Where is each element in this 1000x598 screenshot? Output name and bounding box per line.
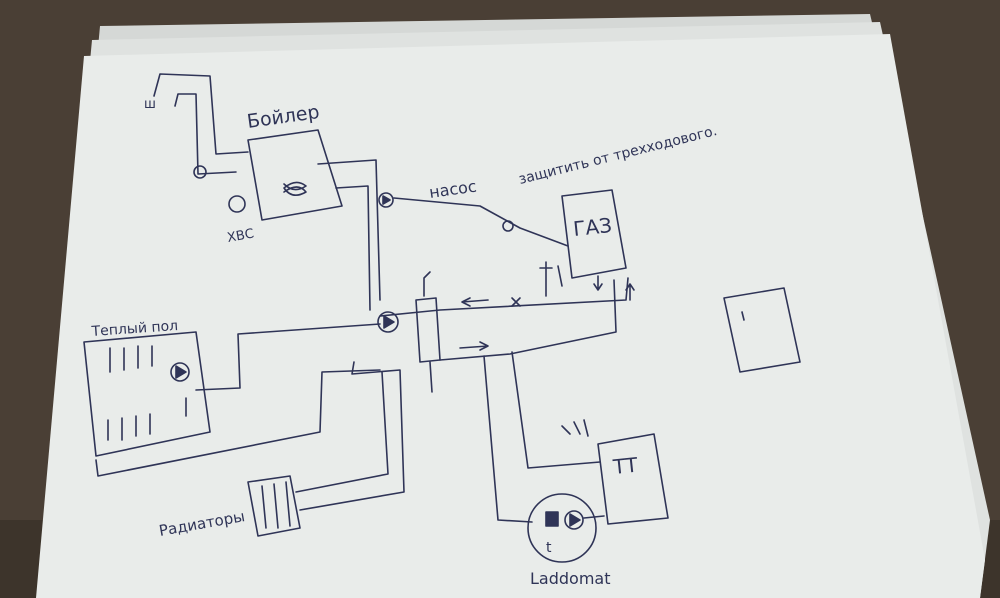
laddomat-pump: [564, 510, 584, 530]
laddomat-unit: [527, 493, 597, 563]
hydraulic-separator: [415, 297, 441, 363]
tt-label: ТТ: [611, 452, 640, 479]
boiler-feed-pipe: [335, 185, 371, 311]
boiler-return-pipe: [317, 159, 381, 301]
warm-floor-supply: [195, 323, 381, 391]
warm-floor-pump-triangle: [175, 365, 187, 379]
cold-water-meter: [228, 195, 246, 213]
tap-symbol: ш: [144, 97, 156, 112]
flow-arrow-right: [459, 341, 489, 351]
valve-boiler: [193, 165, 207, 179]
gas-valve: [502, 220, 514, 232]
hvs-label: ХВС: [226, 226, 255, 245]
paper-sheet-front: [36, 34, 985, 598]
laddomat-thermo: t: [546, 540, 552, 556]
tt-boiler-box: [597, 433, 669, 525]
boiler-coil: [283, 181, 307, 196]
gas-boiler-box: [561, 189, 627, 279]
boiler-tank: [247, 129, 343, 221]
radiator-supply: [295, 371, 389, 493]
tt-return-pipe: [511, 351, 601, 469]
radiator-fins: [261, 481, 291, 529]
main-line-bottom: [439, 279, 617, 361]
check-valve-main: [511, 297, 521, 307]
pump-boiler-triangle: [382, 195, 391, 205]
laddomat-valve: [545, 511, 559, 527]
laddomat-pump-triangle: [569, 513, 581, 527]
laddomat-label: Laddomat: [530, 569, 610, 588]
tt-safety-group: [561, 419, 589, 437]
pump-boiler-circuit: [378, 192, 394, 208]
hot-water-pipe-inner: [174, 93, 237, 175]
pump-main-triangle: [383, 315, 395, 329]
gas-label: ГАЗ: [572, 213, 613, 241]
radiator-return: [299, 361, 405, 511]
main-line-top: [379, 277, 629, 317]
tt-supply-pipe: [483, 355, 533, 523]
empty-box: [723, 287, 801, 373]
pump-main: [377, 311, 399, 333]
warm-floor-box: [83, 331, 211, 457]
separator-drain: [429, 361, 433, 393]
separator-vent: [423, 271, 431, 297]
radiator-block: [247, 475, 301, 537]
warm-floor-label: Теплый пол: [90, 318, 178, 340]
warm-floor-pump: [170, 362, 190, 382]
gas-supply-line: [393, 197, 569, 247]
flow-arrow-up: [625, 283, 635, 301]
hot-water-pipe: [153, 73, 249, 155]
warm-floor-return: [95, 369, 381, 477]
flow-arrow-down: [593, 275, 603, 291]
empty-box-mark: [741, 311, 745, 321]
flow-arrow-left: [461, 297, 489, 307]
gas-safety-group: [539, 261, 563, 297]
warm-floor-loops: [107, 345, 153, 441]
